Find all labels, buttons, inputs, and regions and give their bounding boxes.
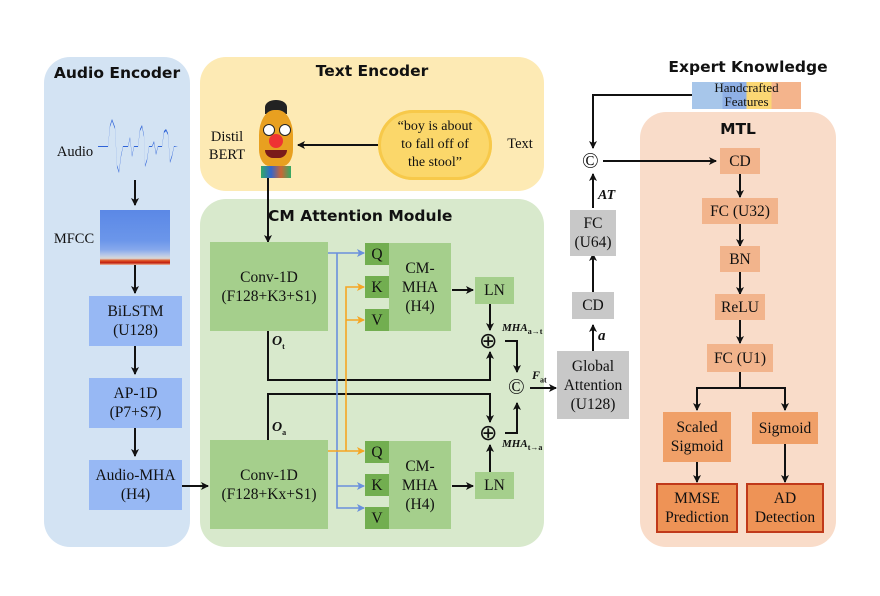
- key-value-line-text: [345, 283, 365, 451]
- at-label: AT: [598, 188, 616, 203]
- audio-label: Audio: [56, 144, 94, 160]
- add-bottom-icon: ⊕: [479, 420, 498, 445]
- ad-detection-output: AD Detection: [746, 483, 824, 533]
- fc-u1-block: FC (U1): [707, 344, 773, 372]
- text-label: Text: [507, 136, 533, 152]
- key-top: K: [365, 276, 389, 298]
- cd-mtl-block: CD: [720, 148, 760, 174]
- mtl-title: MTL: [720, 120, 756, 138]
- cm-mha-bottom-block: CM- MHA (H4): [389, 441, 451, 529]
- conv1d-audio-block: Conv-1D (F128+Kx+S1): [210, 440, 328, 529]
- cm-mha-top-block: CM- MHA (H4): [389, 243, 451, 331]
- add-top-icon: ⊕: [479, 328, 498, 353]
- handcrafted-features-label: Handcrafted Features: [714, 80, 779, 109]
- cd-fusion-block: CD: [572, 292, 614, 319]
- a-label: a: [598, 328, 606, 344]
- key-bottom: K: [365, 474, 389, 496]
- mha-t-to-a-label: MHAt→a: [502, 438, 543, 453]
- sigmoid-block: Sigmoid: [752, 412, 818, 444]
- conv1d-text-block: Conv-1D (F128+K3+S1): [210, 242, 328, 331]
- text-quote: “boy is about to fall off of the stool”: [397, 119, 473, 170]
- ap1d-block: AP-1D (P7+S7): [89, 378, 182, 428]
- fc-u32-block: FC (U32): [702, 198, 778, 224]
- mha-a-to-t-label: MHAa→t: [502, 322, 543, 337]
- bert-character-icon: [255, 100, 297, 178]
- cm-attention-title: CM Attention Module: [268, 207, 453, 225]
- concat-cm-icon: ©: [508, 374, 525, 399]
- fc-u64-block: FC (U64): [570, 210, 616, 256]
- value-top: V: [365, 309, 389, 331]
- global-attention-block: Global Attention (U128): [557, 351, 629, 419]
- bilstm-block: BiLSTM (U128): [89, 296, 182, 346]
- text-cloud-icon: [378, 110, 492, 180]
- layer-norm-bottom: LN: [475, 472, 514, 499]
- audio-mha-block: Audio-MHA (H4): [89, 460, 182, 510]
- handcrafted-features-bar: [692, 82, 801, 109]
- text-encoder-panel: [200, 57, 544, 191]
- mfcc-label: MFCC: [53, 231, 95, 247]
- value-bottom: V: [365, 507, 389, 529]
- concat-fusion-icon: ©: [582, 148, 599, 173]
- relu-block: ReLU: [715, 294, 765, 320]
- query-bottom: Q: [365, 441, 389, 463]
- scaled-sigmoid-block: Scaled Sigmoid: [663, 412, 731, 462]
- o-a-label: Oa: [272, 420, 287, 437]
- key-value-line-audio: [336, 253, 365, 512]
- text-encoder-title: Text Encoder: [315, 62, 429, 80]
- bn-block: BN: [720, 246, 760, 272]
- mfcc-spectrogram-icon: [100, 210, 170, 265]
- o-t-label: Ot: [272, 334, 285, 351]
- audio-encoder-title: Audio Encoder: [53, 64, 181, 82]
- distilbert-label: Distil BERT: [208, 129, 246, 163]
- query-top: Q: [365, 243, 389, 265]
- mtl-panel: [640, 112, 836, 547]
- audio-waveform-icon: [98, 119, 178, 173]
- f-at-label: Fat: [532, 368, 547, 385]
- expert-knowledge-title: Expert Knowledge: [668, 58, 828, 76]
- mmse-prediction-output: MMSE Prediction: [656, 483, 738, 533]
- layer-norm-top: LN: [475, 277, 514, 304]
